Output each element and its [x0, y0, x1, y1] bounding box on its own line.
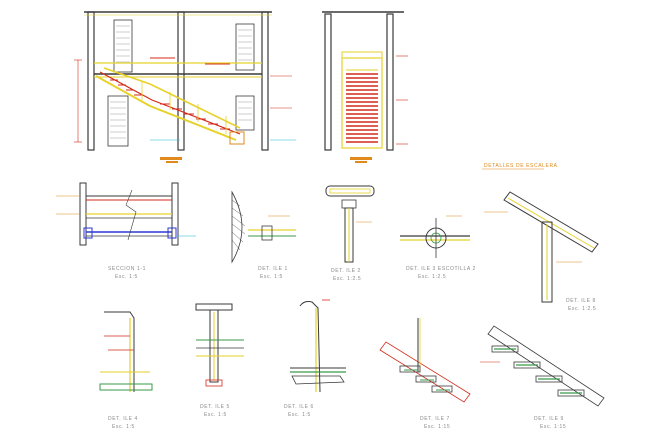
detail-title: DET. ILE 2 [331, 268, 361, 274]
detail-7-stair-section [379, 318, 471, 403]
detail-title: SECCION 1-1 [108, 266, 146, 272]
detail-title: DET. ILE 7 [420, 416, 450, 422]
details-header: DETALLES DE ESCALERA [484, 163, 558, 169]
detail-title: DET. ILE 5 [200, 404, 230, 410]
detail-title: DET. ILE 1 [258, 266, 288, 272]
section-1-1-detail [56, 182, 196, 246]
detail-title: DET. ILE 4 [108, 416, 138, 422]
stair-side-view [322, 11, 408, 163]
detail-title: DET. ILE 6 [284, 404, 314, 410]
detail-title: DET. ILE 8 [566, 298, 596, 304]
detail-1-wall-anchor [231, 190, 296, 264]
detail-scale: Esc. 1:2.5 [333, 276, 361, 282]
detail-2-post-cap [325, 185, 375, 263]
detail-scale: Esc. 1:5 [204, 412, 227, 418]
detail-9-stair-treads [480, 325, 605, 407]
detail-scale: Esc. 1:15 [424, 424, 450, 430]
detail-5-post-section [195, 303, 244, 387]
detail-title: DET. ILE 3 ESCOTILLA 2 [406, 266, 476, 272]
detail-3-hatch-joint [400, 215, 470, 258]
detail-4-stringer-base [99, 311, 153, 392]
detail-8-sloped-handrail [484, 191, 599, 303]
stair-elevation-view [74, 11, 296, 163]
detail-scale: Esc. 1:5 [288, 412, 311, 418]
detail-scale: Esc. 1:5 [112, 424, 135, 430]
detail-scale: Esc. 1:15 [540, 424, 566, 430]
detail-6-landing-edge [290, 299, 346, 393]
detail-title: DET. ILE 9 [534, 416, 564, 422]
detail-scale: Esc. 1:5 [260, 274, 283, 280]
detail-scale: Esc. 1:2.5 [418, 274, 446, 280]
detail-scale: Esc. 1:2.5 [568, 306, 596, 312]
detail-scale: Esc. 1:5 [115, 274, 138, 280]
